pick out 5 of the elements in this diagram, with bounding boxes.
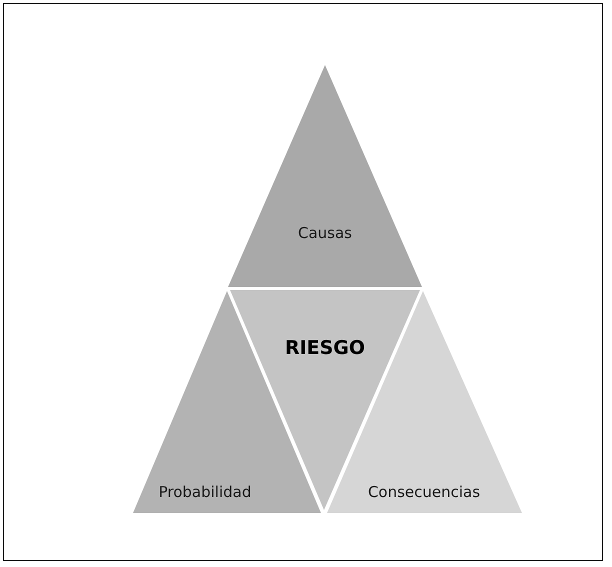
center-label: RIESGO bbox=[284, 337, 366, 359]
segment-label: Causas bbox=[298, 224, 352, 242]
triangle-segment bbox=[228, 65, 422, 287]
segment-label: Probabilidad bbox=[158, 483, 252, 501]
segment-label: Consecuencias bbox=[368, 483, 480, 501]
